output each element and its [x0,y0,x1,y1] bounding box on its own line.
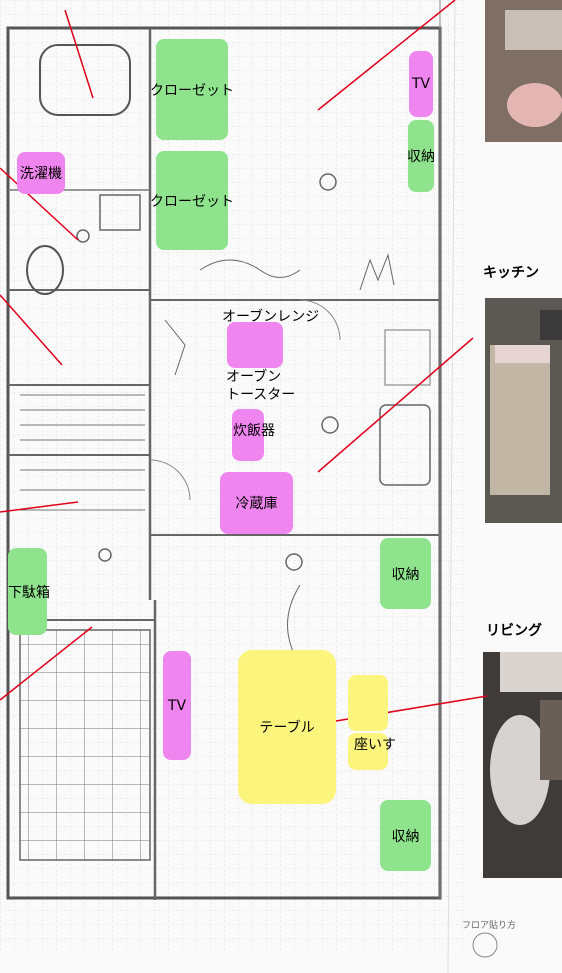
tv-living: TV [163,651,191,760]
storage-kitchen: 収納 [380,538,431,609]
tv-bedroom: TV [409,51,433,117]
photo-kitchen [485,298,562,523]
photo-living [483,652,562,878]
oven-toaster-label: オーブン トースター [226,369,296,403]
dining-table: テーブル [238,650,336,804]
oven-range [227,322,283,368]
living-photo-title: リビング [486,623,542,639]
svg-text:フロア貼り方: フロア貼り方 [462,919,516,931]
refrigerator: 冷蔵庫 [220,472,293,534]
oven-range-label: オーブンレンジ [222,309,320,325]
kitchen-photo-title: キッチン [483,265,539,281]
rice-cooker-label: 炊飯器 [233,423,275,439]
floor-chair-label: 座いす [354,737,396,753]
shoe-box: 下駄箱 [8,548,50,635]
storage-bedroom: 収納 [407,120,435,192]
photo-bedroom [485,0,562,142]
closet-top: クローゼット [150,39,234,140]
closet-bottom: クローゼット [150,151,234,250]
washing-machine: 洗濯機 [17,152,65,194]
rice-cooker [232,409,264,461]
floor-chair-top [348,675,388,731]
storage-living: 収納 [380,800,431,871]
floor-chair-bottom [348,733,388,770]
